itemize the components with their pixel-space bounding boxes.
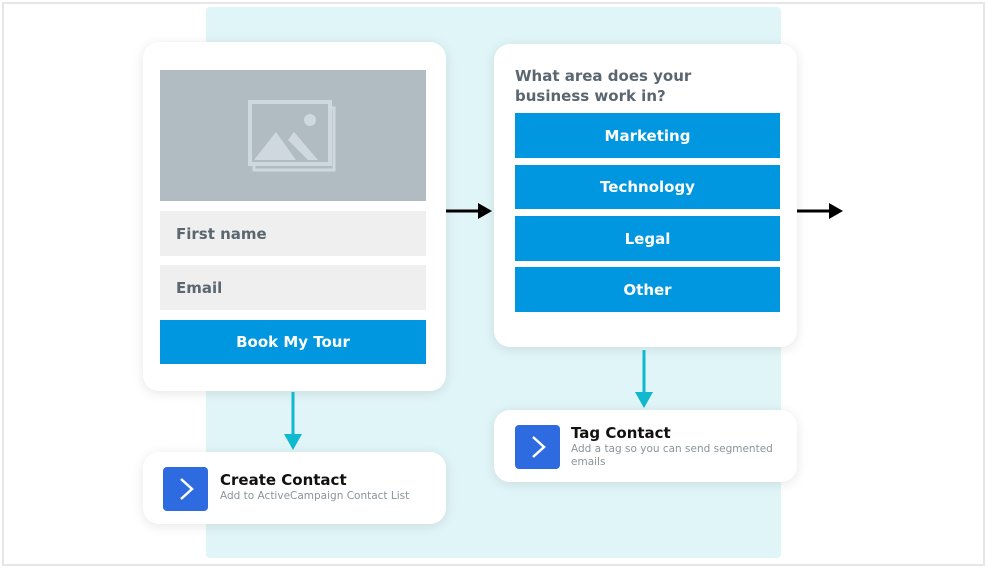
arrow-down-icon	[635, 350, 653, 408]
create-contact-title: Create Contact	[220, 471, 347, 489]
arrow-down-icon	[284, 392, 302, 450]
option-other[interactable]: Other	[515, 267, 780, 312]
book-tour-button[interactable]: Book My Tour	[160, 320, 426, 364]
image-placeholder	[160, 70, 426, 201]
email-field[interactable]: Email	[160, 265, 426, 310]
tag-contact-subtitle: Add a tag so you can send segmented emai…	[571, 443, 773, 468]
option-technology[interactable]: Technology	[515, 165, 780, 209]
arrow-right-icon	[797, 203, 843, 219]
option-marketing[interactable]: Marketing	[515, 113, 780, 158]
create-contact-subtitle: Add to ActiveCampaign Contact List	[220, 490, 410, 502]
option-legal[interactable]: Legal	[515, 216, 780, 261]
activecampaign-icon	[163, 467, 208, 511]
question-title: What area does your business work in?	[515, 67, 692, 105]
first-name-field[interactable]: First name	[160, 211, 426, 256]
arrow-right-icon	[446, 203, 492, 219]
image-icon	[248, 99, 336, 171]
activecampaign-icon	[515, 425, 560, 469]
tag-contact-title: Tag Contact	[571, 424, 671, 442]
